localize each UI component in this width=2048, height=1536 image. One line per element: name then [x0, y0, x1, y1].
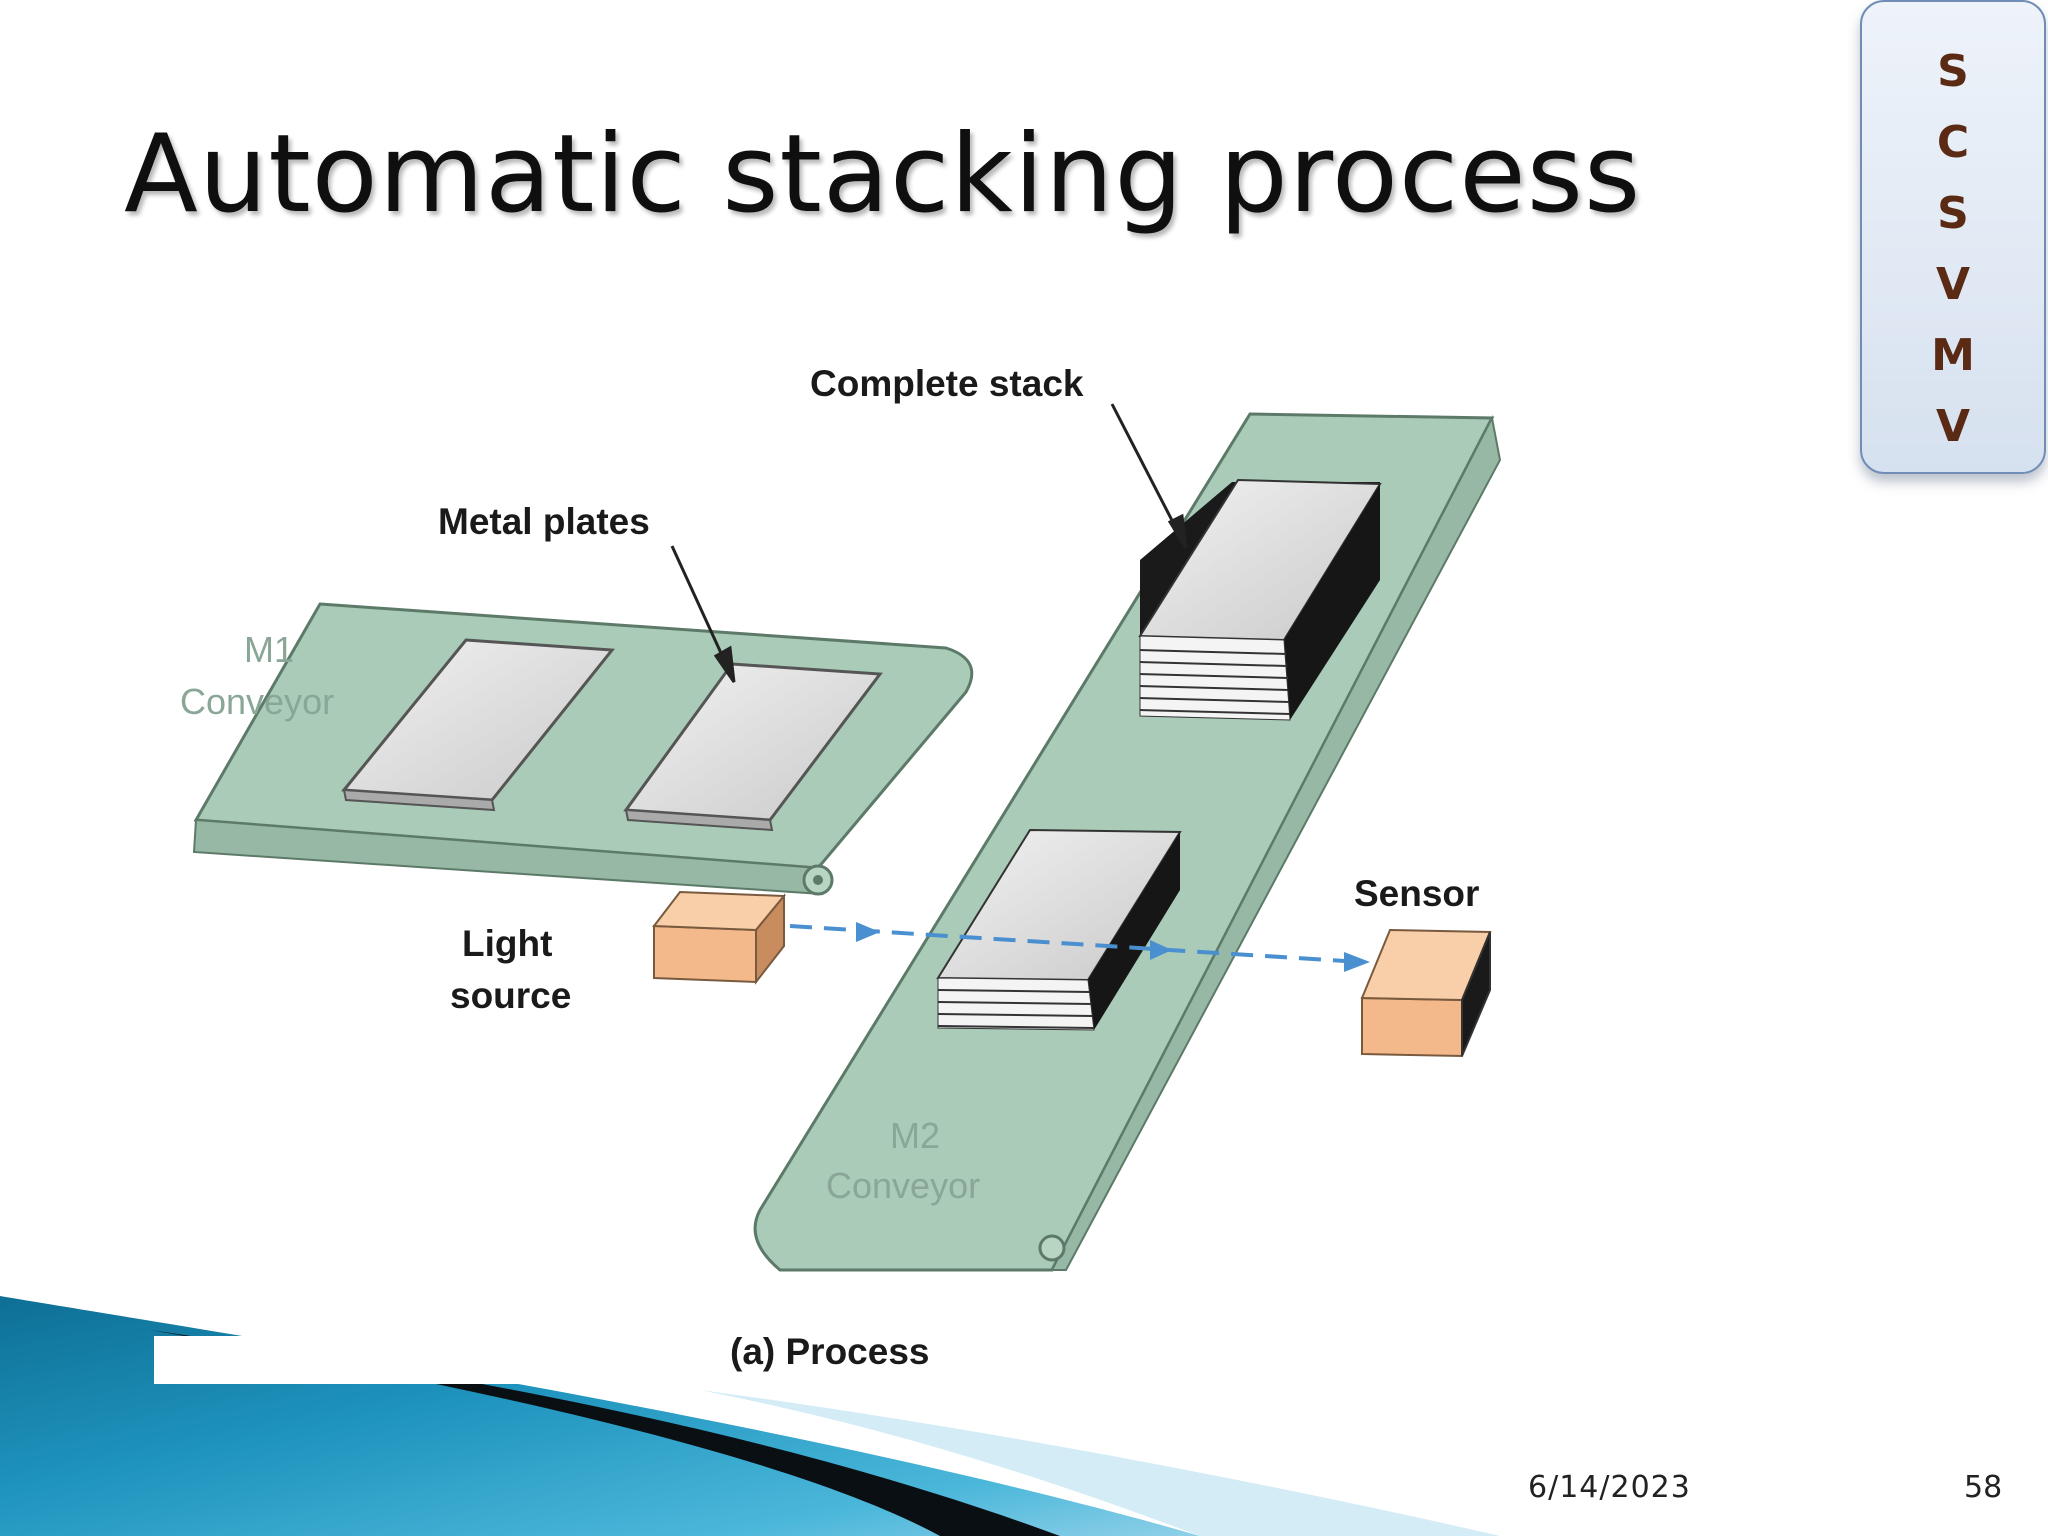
scsvmv-badge: S C S V M V [1860, 0, 2046, 474]
badge-letter: M [1931, 330, 1975, 381]
slide-number: 58 [1964, 1470, 2003, 1505]
complete-stack [1138, 478, 1382, 721]
slide-date: 6/14/2023 [1528, 1470, 1691, 1505]
sensor-label: Sensor [1354, 873, 1479, 914]
badge-letter: C [1936, 117, 1970, 168]
m1-label: M1 [244, 629, 294, 670]
badge-letter: S [1937, 188, 1969, 239]
leader-lines [670, 403, 1188, 683]
m2-label: M2 [890, 1115, 940, 1156]
metal-plate [623, 662, 883, 832]
light-source-box [652, 890, 787, 985]
light-beam [789, 922, 1370, 972]
light-label: Light [462, 923, 552, 964]
partial-stack [936, 828, 1182, 1031]
metal-plates-label: Metal plates [438, 501, 650, 542]
metal-plate [341, 638, 615, 812]
light-source-label: source [450, 975, 571, 1016]
m2-conveyor-label: Conveyor [826, 1165, 980, 1206]
badge-letter: V [1935, 401, 1971, 452]
slide-title: Automatic stacking process [124, 112, 1642, 237]
m1-conveyor-label: Conveyor [180, 681, 334, 722]
sensor-box [1360, 928, 1492, 1058]
badge-letter: S [1937, 46, 1969, 97]
complete-stack-label: Complete stack [810, 363, 1084, 404]
badge-letter: V [1935, 259, 1971, 310]
figure-caption: (a) Process [730, 1331, 930, 1372]
